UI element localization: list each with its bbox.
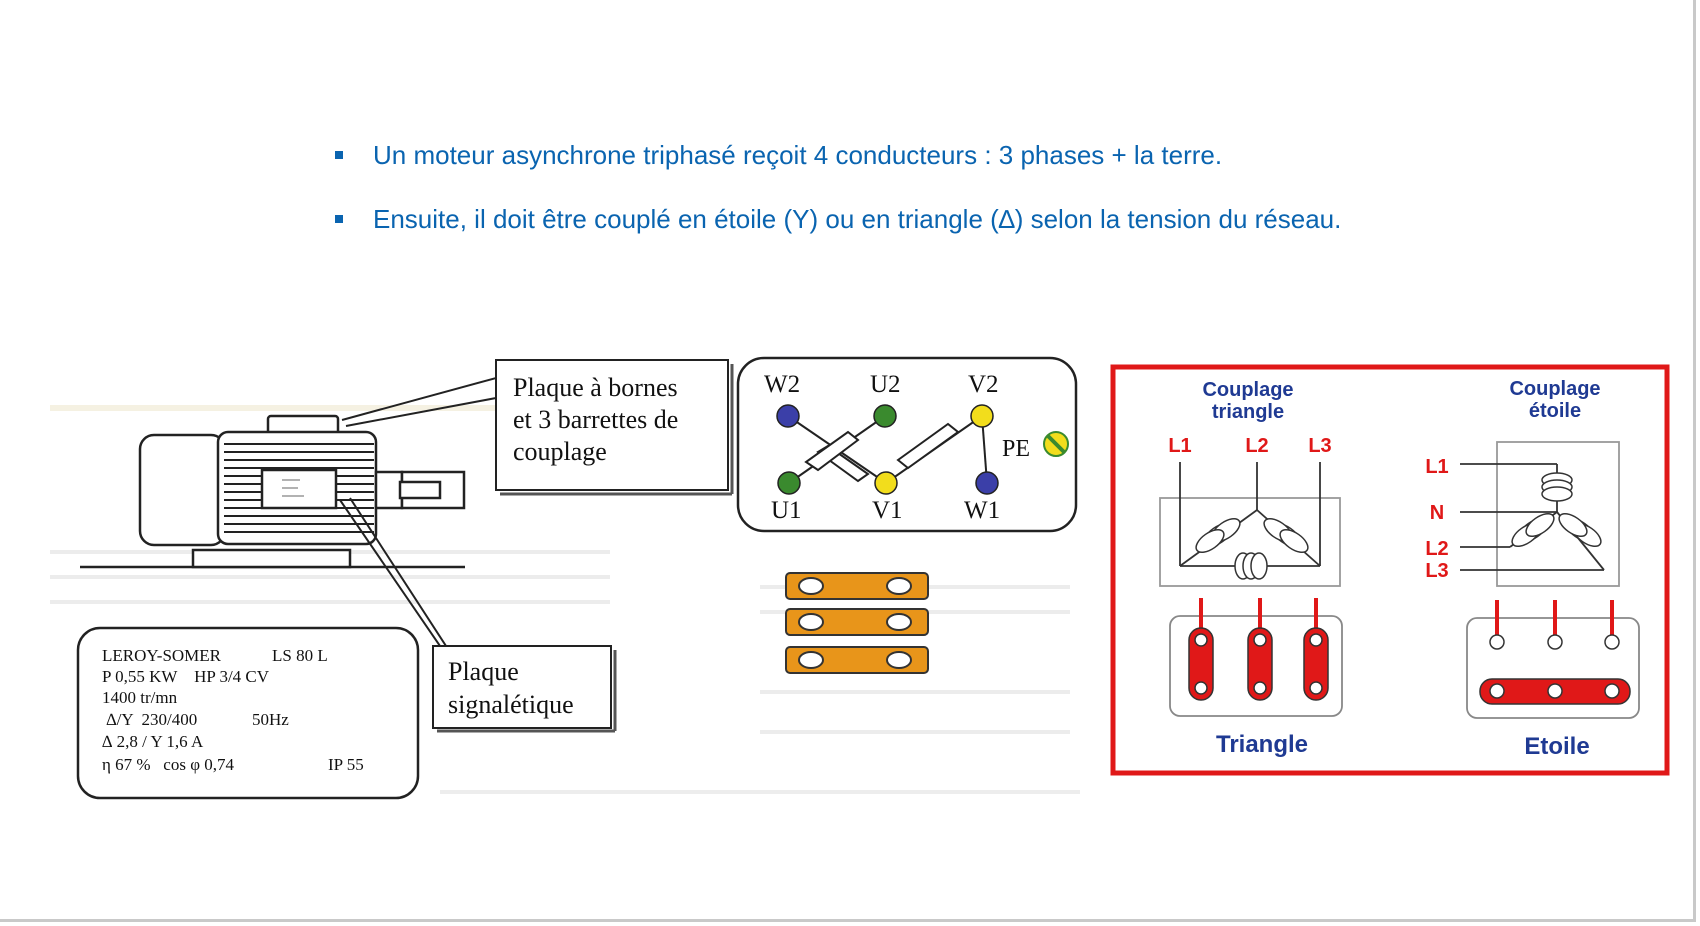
triangle-line-label: L3 — [1308, 435, 1331, 457]
triangle-line-label: L2 — [1245, 435, 1268, 457]
nameplate-ip-rating: IP 55 — [328, 755, 364, 774]
motor-foot — [191, 548, 352, 569]
bullet-square-icon — [335, 215, 343, 223]
winding-coil — [896, 422, 960, 470]
nameplate-on-motor — [260, 468, 338, 510]
bullet-item: Un moteur asynchrone triphasé reçoit 4 c… — [335, 140, 1341, 170]
callout-terminal-line: Plaque à bornes — [513, 373, 678, 402]
star-supply-leads — [1495, 600, 1614, 636]
triangle-wiring — [1159, 462, 1341, 587]
coupling-panel: Couplage triangle L1 L2 L3 — [1110, 364, 1670, 776]
nameplate-speed: 1400 tr/mn — [102, 688, 178, 707]
bullet-square-icon — [335, 151, 343, 159]
star-line-label: N — [1430, 502, 1444, 524]
terminal-v1-stud — [874, 471, 898, 495]
terminal-box: W2 U2 V2 U1 V1 W1 PE — [736, 356, 1078, 533]
bullet-list: Un moteur asynchrone triphasé reçoit 4 c… — [335, 140, 1341, 268]
star-caption: Etoile — [1524, 733, 1589, 760]
terminal-label-pe: PE — [1002, 436, 1030, 462]
triangle-studs — [1194, 633, 1323, 695]
callout-nameplate-line: Plaque — [448, 657, 519, 686]
triangle-line-label: L1 — [1168, 435, 1191, 457]
nameplate-mini-lines — [282, 479, 304, 497]
shaft-key — [398, 480, 442, 500]
terminal-label-u1: U1 — [771, 497, 802, 524]
nameplate-model: LS 80 L — [272, 646, 328, 665]
star-title: Couplage — [1509, 378, 1600, 400]
callout-nameplate: Plaque signalétique — [339, 497, 617, 733]
nameplate-current: ∆ 2,8 / Y 1,6 A — [102, 732, 204, 751]
triangle-strap — [1303, 627, 1329, 701]
bullet-text: Un moteur asynchrone triphasé reçoit 4 c… — [373, 140, 1223, 170]
callout-terminal-line: couplage — [513, 437, 607, 466]
nameplate-detail: LEROY-SOMER LS 80 L P 0,55 KW HP 3/4 CV … — [76, 626, 420, 800]
star-line-label: L3 — [1425, 560, 1448, 582]
coupling-straps — [785, 572, 929, 674]
triangle-caption: Triangle — [1216, 731, 1308, 758]
nameplate-efficiency: η 67 % cos φ 0,74 — [102, 755, 235, 774]
triangle-straps — [1188, 598, 1329, 701]
bullet-text: Ensuite, il doit être couplé en étoile (… — [373, 204, 1342, 234]
winding-coil — [804, 430, 860, 472]
star-bottom-studs — [1489, 683, 1620, 699]
terminal-label-w1: W1 — [964, 497, 1000, 524]
callout-terminal-plate: Plaque à bornes et 3 barrettes de coupla… — [341, 359, 734, 496]
terminal-label-w2: W2 — [764, 371, 800, 398]
triangle-title: triangle — [1212, 401, 1284, 423]
motor-shaft-collar — [374, 470, 404, 510]
nameplate-voltage: ∆/Y 230/400 — [102, 710, 197, 729]
terminal-u2-stud — [873, 404, 897, 428]
triangle-title: Couplage — [1202, 379, 1293, 401]
star-line-label: L2 — [1425, 538, 1448, 560]
terminal-windings — [787, 415, 988, 484]
nameplate-power: P 0,55 KW HP 3/4 CV — [102, 667, 270, 686]
nameplate-manufacturer: LEROY-SOMER — [102, 646, 222, 665]
terminal-label-u2: U2 — [870, 371, 901, 398]
terminal-w2-stud — [776, 404, 800, 428]
terminal-w1-stud — [975, 471, 999, 495]
nameplate-frequency: 50Hz — [252, 710, 289, 729]
star-top-studs — [1489, 634, 1620, 650]
star-coils — [1511, 472, 1602, 548]
terminal-v2-stud — [970, 404, 994, 428]
triangle-coils — [1195, 517, 1309, 580]
terminal-label-v2: V2 — [968, 371, 999, 398]
callout-nameplate-line: signalétique — [448, 690, 574, 719]
bullet-item: Ensuite, il doit être couplé en étoile (… — [335, 204, 1341, 234]
triangle-strap — [1247, 627, 1273, 701]
triangle-strap — [1188, 627, 1214, 701]
earth-terminal-icon — [1043, 431, 1069, 457]
motor-endcap — [138, 433, 227, 547]
callout-terminal-line: et 3 barrettes de — [513, 405, 678, 434]
terminal-label-v1: V1 — [872, 497, 903, 524]
terminal-u1-stud — [777, 471, 801, 495]
star-title: étoile — [1529, 400, 1581, 422]
motor-drawing — [80, 414, 466, 569]
star-line-label: L1 — [1425, 456, 1448, 478]
